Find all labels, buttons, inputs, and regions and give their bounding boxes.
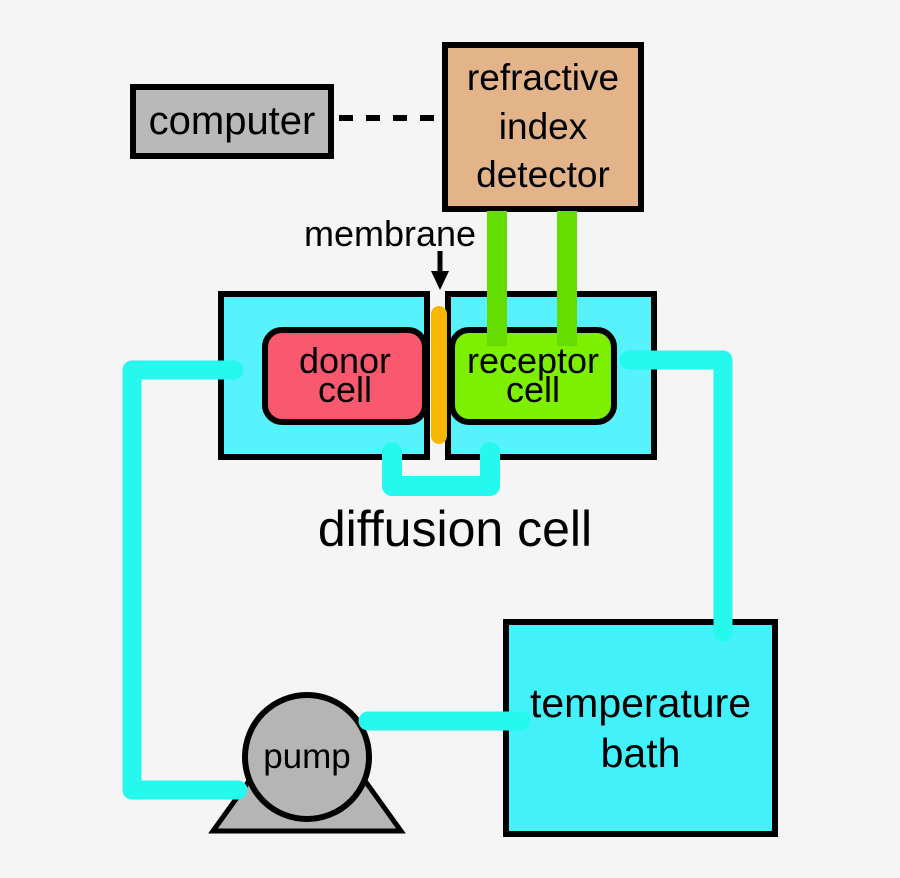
- temperature-bath-label: temperature bath: [529, 679, 752, 776]
- receptor-cell-label: receptor cell: [466, 340, 600, 410]
- donor-cell-box: donor cell: [262, 327, 428, 425]
- diffusion-cell-label: diffusion cell: [317, 501, 593, 557]
- pump-label: pump: [263, 737, 351, 776]
- membrane-label: membrane: [303, 213, 477, 254]
- membrane-bar: [431, 306, 447, 444]
- donor-cell-label: donor cell: [298, 340, 392, 410]
- computer-box: computer: [130, 84, 334, 159]
- refractive-index-detector-label: refractive index detector: [466, 56, 620, 196]
- computer-label: computer: [148, 99, 316, 143]
- membrane-arrow-icon: [431, 251, 449, 290]
- refractive-index-detector-box: refractive index detector: [442, 42, 644, 212]
- pump-circle: pump: [242, 692, 372, 822]
- receptor-cell-box: receptor cell: [449, 327, 617, 425]
- temperature-bath-box: temperature bath: [503, 619, 778, 837]
